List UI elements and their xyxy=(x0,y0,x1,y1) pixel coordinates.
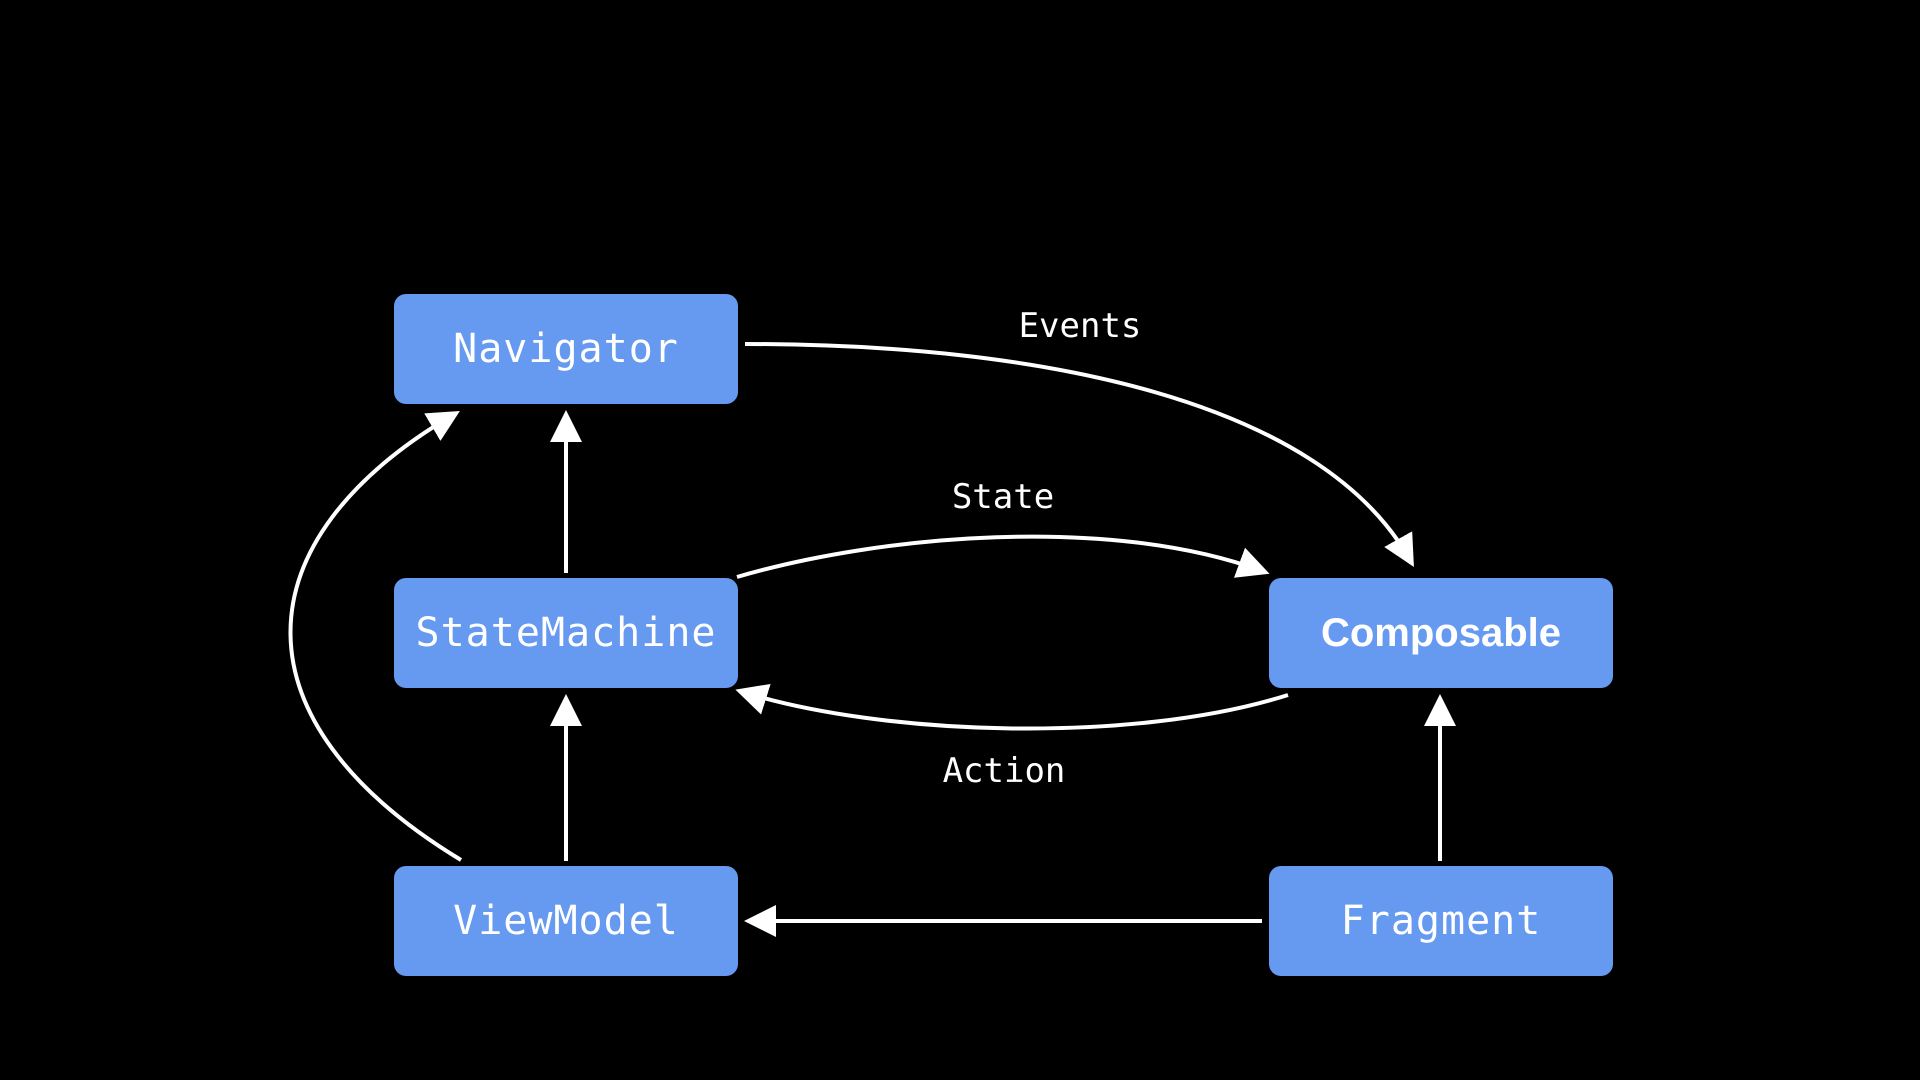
edge-viewmodel-navigator xyxy=(288,410,463,862)
edge-action xyxy=(735,683,1289,731)
node-navigator: Navigator xyxy=(394,294,738,404)
node-fragment: Fragment xyxy=(1269,866,1613,976)
edge-events xyxy=(744,342,1414,567)
edge-label-events: Events xyxy=(1018,306,1142,346)
edge-label-state: State xyxy=(951,477,1055,517)
node-composable: Composable xyxy=(1269,578,1613,688)
node-viewmodel: ViewModel xyxy=(394,866,738,976)
edge-state xyxy=(736,534,1270,579)
edge-label-action: Action xyxy=(942,751,1066,791)
node-statemachine: StateMachine xyxy=(394,578,738,688)
